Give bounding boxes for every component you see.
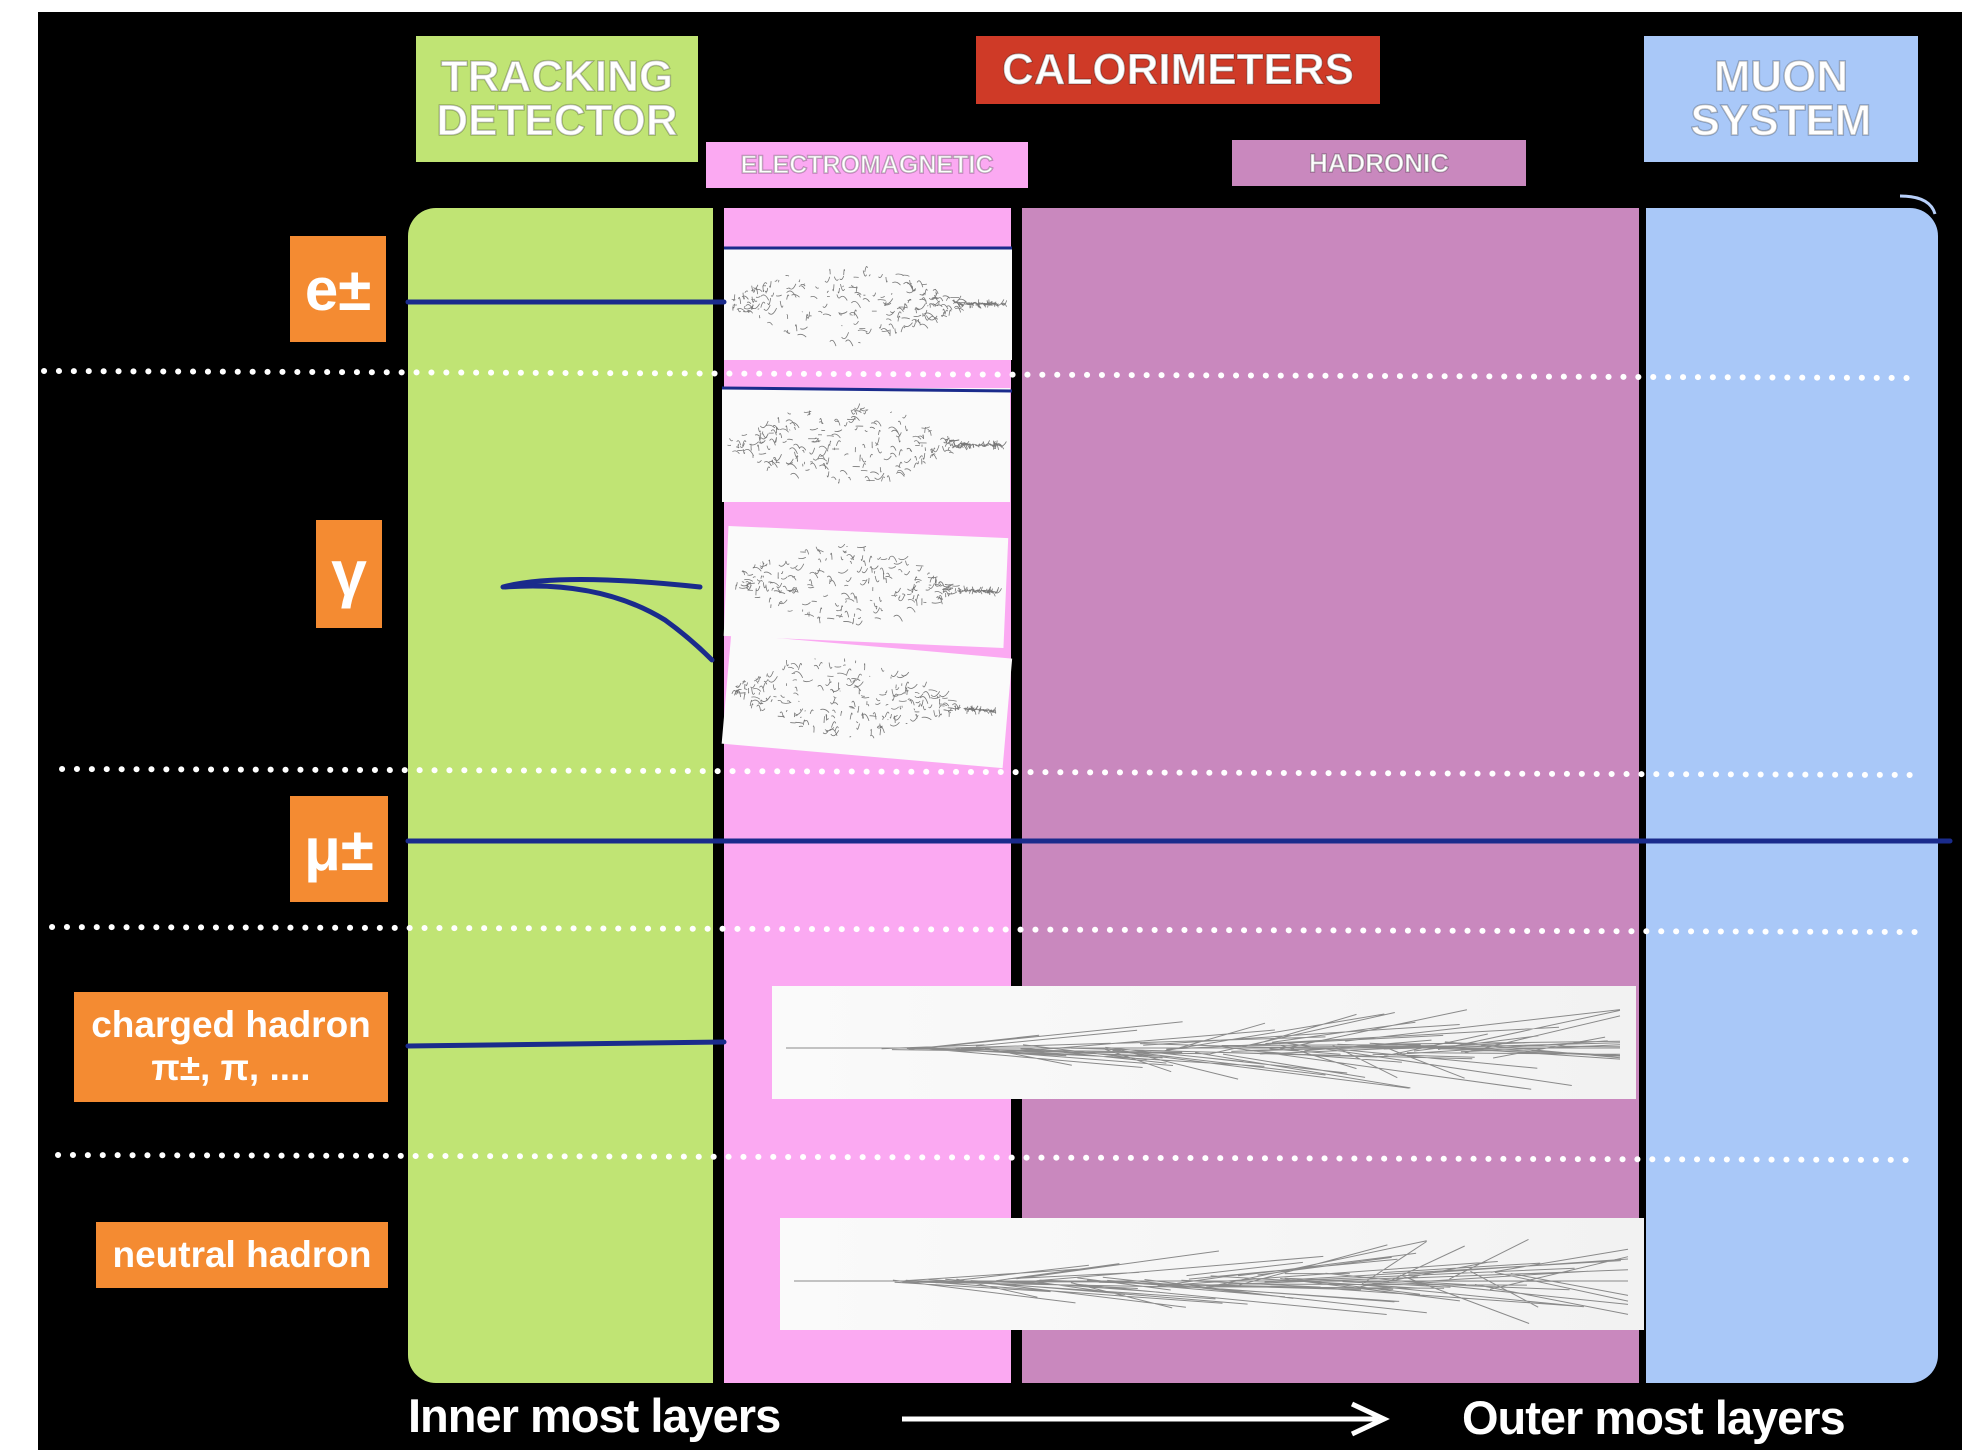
- hadron-shower-texture: [786, 1009, 1621, 1090]
- separator-4: [55, 1152, 1921, 1163]
- muon-edge-arc: [1899, 194, 1937, 215]
- em-shower-photon-2: [723, 525, 1009, 649]
- hadron-showers: [772, 986, 1644, 1330]
- right-arrow-icon: [902, 1401, 1390, 1437]
- separator-1: [41, 368, 1921, 381]
- hadron-shower-neutral: [780, 1218, 1644, 1330]
- particle-label-photon: γ: [316, 520, 382, 628]
- calorimeters-header: CALORIMETERS: [976, 36, 1380, 104]
- hadron-shower-texture: [794, 1238, 1629, 1324]
- particle-label-neutral-hadron: neutral hadron: [96, 1222, 388, 1288]
- row-separators: [41, 368, 1921, 1163]
- shower-texture: [731, 658, 997, 739]
- separator-2: [59, 766, 1921, 778]
- hadron-shower-charged: [772, 986, 1636, 1099]
- separator-3: [49, 924, 1921, 935]
- hadronic-header: HADRONIC: [1232, 140, 1526, 186]
- particle-tracks: [405, 299, 1953, 1049]
- em-shower-photon-3: [721, 634, 1013, 769]
- em-shower-photon-1: [721, 386, 1013, 502]
- em-shower-electron: [724, 246, 1012, 360]
- muon-system-header: MUON SYSTEM: [1644, 36, 1918, 162]
- particle-label-charged-hadron: charged hadron π±, π, ....: [74, 992, 388, 1102]
- muon-layer: [1646, 208, 1938, 1383]
- tracking-detector-header: TRACKING DETECTOR: [416, 36, 698, 162]
- photon-conversion-track-2: [502, 583, 715, 663]
- electromagnetic-header: ELECTROMAGNETIC: [706, 142, 1028, 188]
- tracking-layer: [408, 208, 713, 1383]
- electromagnetic-layer: [724, 208, 1011, 1383]
- charged-hadron-track: [405, 1039, 727, 1049]
- inner-layers-label: Inner most layers: [408, 1389, 781, 1442]
- shower-texture: [735, 543, 1002, 626]
- hadronic-layer: [1022, 208, 1639, 1383]
- particle-label-electron: e±: [290, 236, 386, 342]
- outer-layers-label: Outer most layers: [1462, 1391, 1846, 1444]
- particle-label-muon: μ±: [290, 796, 388, 902]
- shower-texture: [727, 403, 1007, 484]
- detector-layers: [408, 208, 1938, 1383]
- shower-texture: [731, 266, 1008, 347]
- em-showers: [721, 246, 1013, 769]
